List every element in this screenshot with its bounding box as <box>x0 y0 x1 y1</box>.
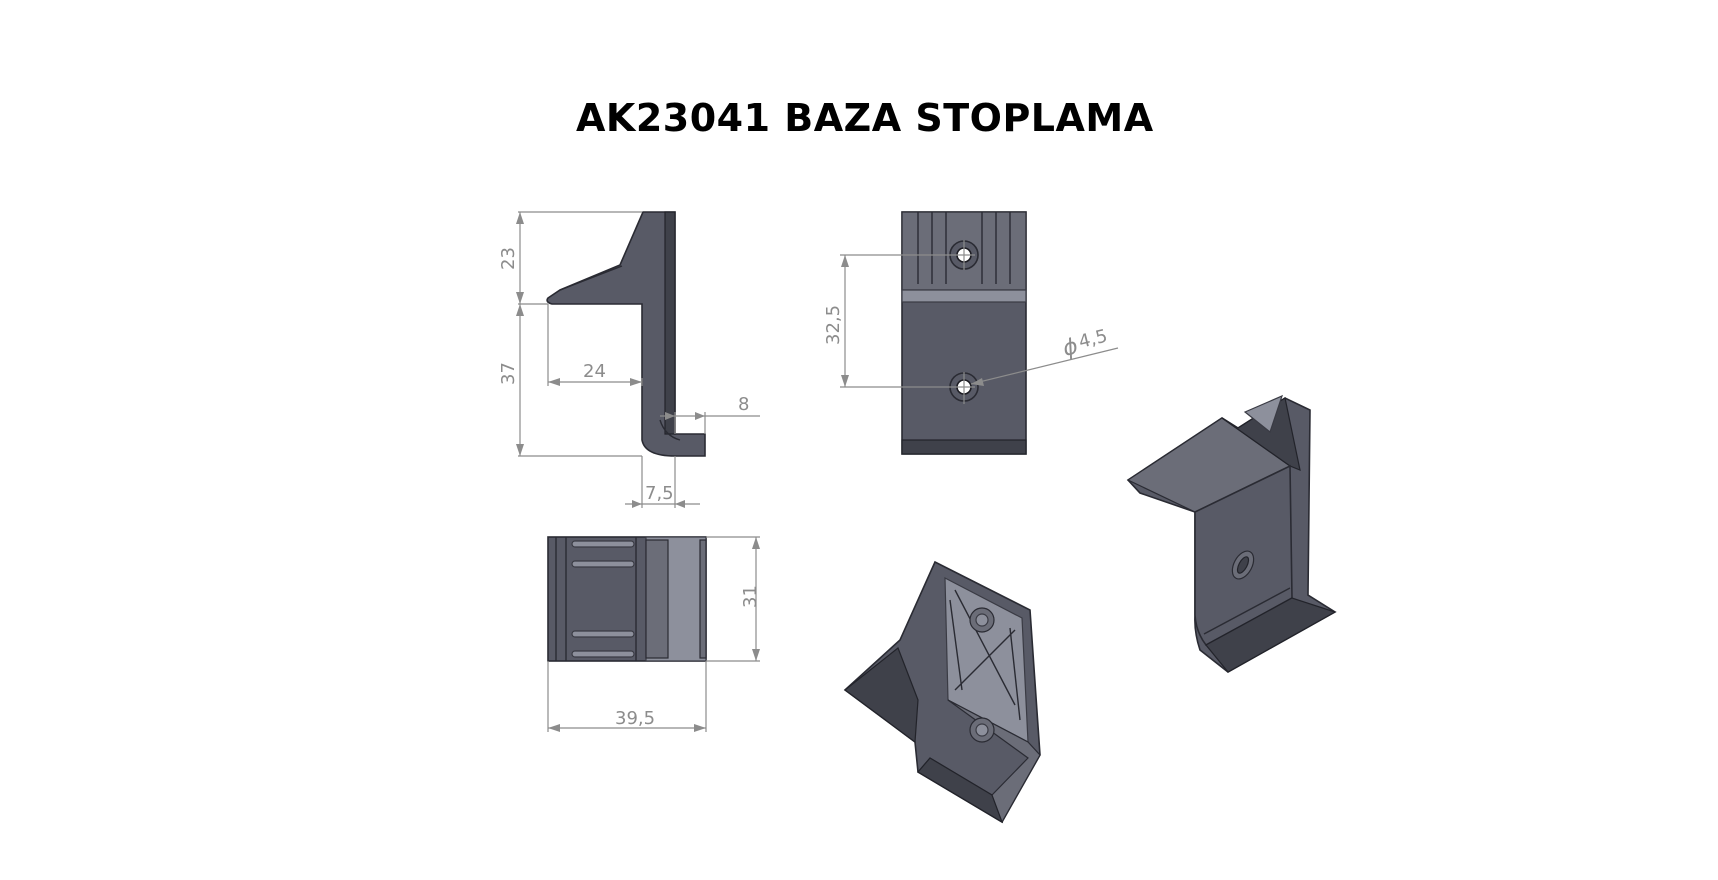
dim-front-hole-diameter: 4,5 <box>1077 326 1110 353</box>
diameter-symbol: ϕ <box>1060 334 1080 362</box>
dim-side-lower-height: 37 <box>498 362 519 385</box>
dim-side-foot-width: 8 <box>738 394 749 415</box>
dim-side-arm-length: 24 <box>583 361 606 382</box>
dim-side-top-height: 23 <box>498 247 519 270</box>
side-view-dimensions: 23 37 24 8 7,5 <box>498 211 760 508</box>
isometric-view-back <box>843 560 1041 824</box>
side-view <box>546 211 706 457</box>
front-view <box>901 211 1027 455</box>
top-view-dimensions: 31 39,5 <box>547 536 761 732</box>
front-view-dimensions: 32,5 ϕ 4,5 <box>823 240 1119 404</box>
drawing-title: AK23041 BAZA STOPLAMA <box>576 96 1154 140</box>
dim-front-hole-spacing: 32,5 <box>823 305 844 345</box>
dim-top-length: 39,5 <box>615 708 655 729</box>
dim-top-width: 31 <box>740 585 761 608</box>
isometric-view-front <box>1126 394 1337 673</box>
top-view <box>547 536 707 662</box>
dim-side-wall-thickness: 7,5 <box>645 483 674 504</box>
